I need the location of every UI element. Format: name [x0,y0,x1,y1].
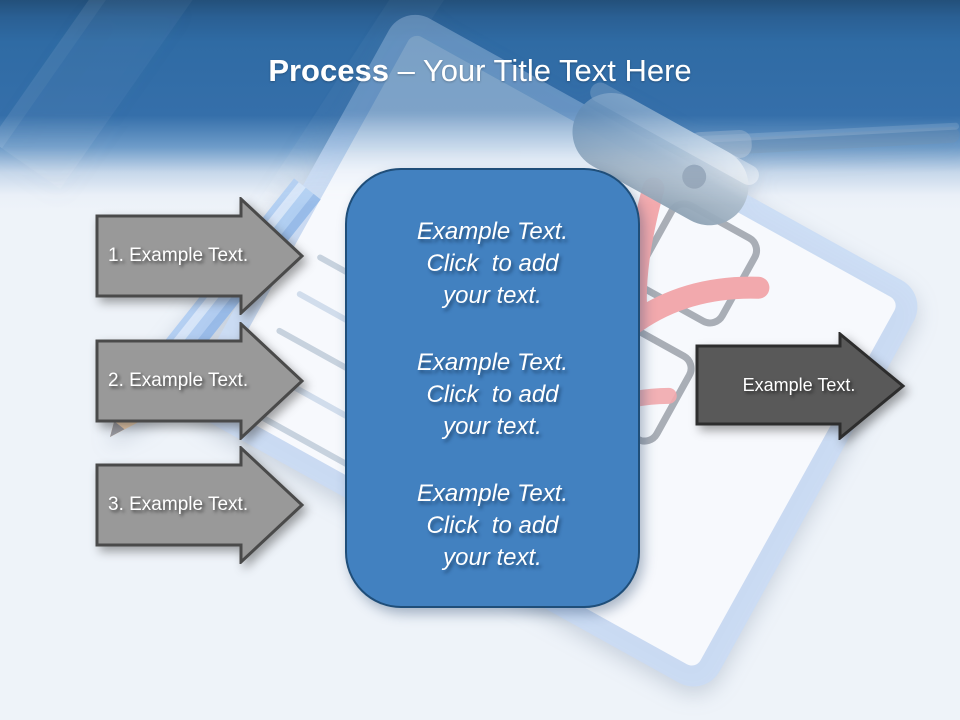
slide-title[interactable]: Process – Your Title Text Here [0,52,960,90]
panel-text-block-2[interactable]: Example Text. Click to add your text. [416,349,569,440]
arrow-step-2-label: 2. Example Text. [108,370,249,391]
panel-text-block-3[interactable]: Example Text. Click to add your text. [416,480,569,571]
process-arrow-step-2[interactable]: 2. Example Text. [95,322,305,440]
arrow-step-3-label: 3. Example Text. [108,494,249,515]
clip-icon [572,82,759,226]
arrow-right-shape [695,332,906,440]
process-arrow-step-1[interactable]: 1. Example Text. [95,197,305,315]
panel-text-block-1[interactable]: Example Text. Click to add your text. [416,218,569,309]
process-arrow-output[interactable]: Example Text. [695,332,907,440]
arrow-step-1-label: 1. Example Text. [108,245,249,266]
center-text-panel[interactable]: Example Text. Click to add your text. Ex… [345,168,640,608]
arrow-right-shape [95,322,305,440]
arrow-right-shape [95,446,305,564]
slide-title-emphasis: Process [268,53,389,88]
arrow-output-label: Example Text. [742,374,856,395]
ruler-icon [0,0,210,190]
arrow-right-shape [95,197,305,315]
process-arrow-step-3[interactable]: 3. Example Text. [95,446,305,564]
slide-title-text: – Your Title Text Here [388,53,692,88]
